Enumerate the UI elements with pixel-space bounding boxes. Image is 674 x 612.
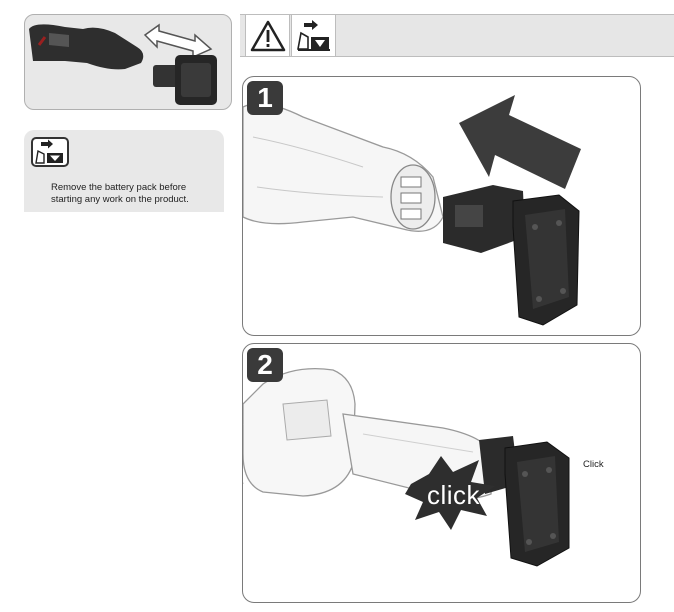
- info-text-line-1: Remove the battery pack before: [51, 182, 187, 193]
- step-2-badge: 2: [247, 348, 283, 382]
- remove-battery-icon: [291, 14, 336, 57]
- battery-removal-thumbnail: [24, 14, 232, 110]
- info-text: Remove the battery pack before starting …: [51, 182, 221, 206]
- step-1-panel: 1: [242, 76, 641, 336]
- click-burst-text: click: [427, 480, 481, 510]
- step-2-panel: 2 click Click: [242, 343, 641, 603]
- click-note: Click: [583, 459, 604, 470]
- step-1-badge: 1: [247, 81, 283, 115]
- remove-battery-icon: [31, 137, 69, 167]
- info-text-line-2: starting any work on the product.: [51, 194, 189, 205]
- warning-triangle-icon: [245, 14, 290, 57]
- insert-direction-arrow-icon: [459, 95, 581, 189]
